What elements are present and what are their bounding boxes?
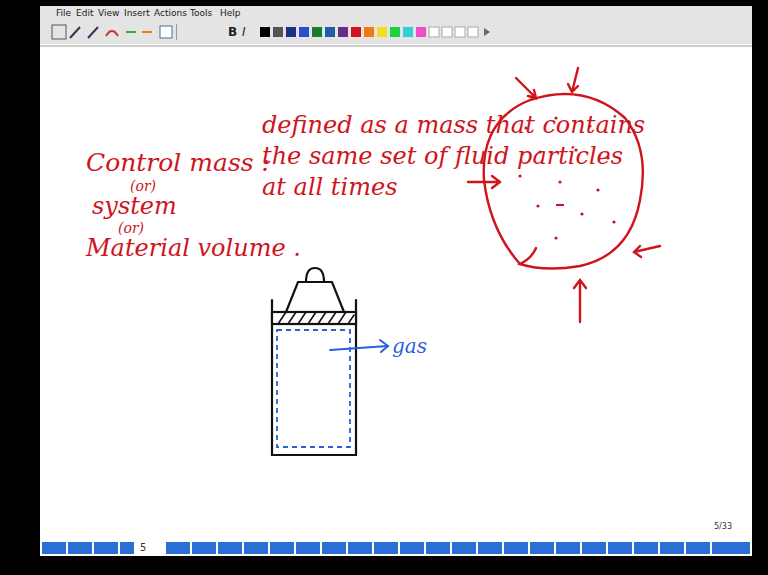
menu-item: Edit: [76, 8, 93, 18]
italic-button: I: [242, 25, 246, 39]
or-label: (or): [118, 220, 144, 236]
or-label: (or): [130, 178, 156, 194]
gas-label: gas: [392, 334, 427, 358]
gas-leader: [330, 340, 388, 352]
page-bar: [42, 542, 750, 554]
piston-cylinder: [272, 268, 356, 455]
page-number: 5/33: [714, 522, 732, 531]
menu-item: Insert: [124, 8, 150, 18]
page: [40, 44, 752, 540]
control-boundary: [277, 330, 350, 447]
definition-note: defined as a mass that contains the same…: [262, 110, 652, 204]
menu-item: File: [56, 8, 71, 18]
menu-item: Help: [220, 8, 241, 18]
page-bar-number: 5: [140, 542, 146, 553]
menu-item: View: [98, 8, 119, 18]
menu-item: Actions: [154, 8, 187, 18]
bold-button: B: [228, 25, 237, 39]
term-label: Control mass :: [86, 148, 270, 177]
toolbar-icons: [52, 24, 490, 40]
toolbar: [40, 6, 752, 46]
menu-item: Tools: [190, 8, 212, 18]
term-label: system: [92, 192, 177, 220]
term-label: Material volume .: [86, 234, 301, 262]
material-volume-blob: [468, 68, 660, 322]
